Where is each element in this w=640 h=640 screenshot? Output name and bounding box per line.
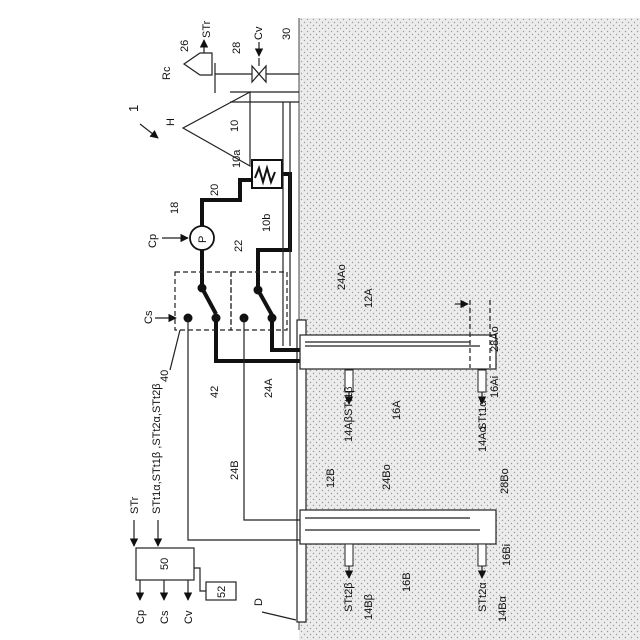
label-14Ba: 14Bα [497,595,509,622]
well-12A [300,335,496,369]
label-28: 28 [231,42,243,54]
label-10: 10 [229,120,241,132]
line-22 [258,174,290,315]
valve-node-4 [254,286,263,295]
label-30: 30 [281,28,293,40]
label-12A: 12A [363,288,375,308]
link-50-52 [194,568,206,591]
label-p: P [197,236,209,243]
label-40: 40 [159,370,171,382]
label-rc: Rc [161,66,173,80]
well-12B [300,510,496,544]
label-28Ao: 28Ao [489,326,501,352]
label-14Aa: 14Aα [477,425,489,452]
sensor-stt2a [478,544,486,566]
label-16Bi: 16Bi [501,544,513,566]
label-28Bo: 28Bo [499,468,511,494]
sensor-stt1a [478,370,486,392]
label-42: 42 [209,386,221,398]
label-26: 26 [179,40,191,52]
leader-D [262,612,296,620]
valve-node-1 [198,284,207,293]
nozzle-rc [184,53,212,75]
label-14Ab: 14Aβ [343,416,355,442]
label-cp-top: Cp [147,234,159,248]
label-fig: 1 [126,105,141,112]
fig-ref-arrow [140,124,158,138]
label-20: 20 [209,184,221,196]
label-stt2a: STt2α [477,582,489,612]
label-24A: 24A [263,378,275,398]
label-stt1a: STt1α [477,400,489,430]
label-cs-out: Cs [159,610,171,624]
label-18: 18 [169,202,181,214]
label-50: 50 [159,558,171,570]
valve-node-2 [212,314,221,323]
label-h: H [165,118,177,126]
label-12B: 12B [325,468,337,488]
label-cv-top: Cv [253,26,265,40]
label-24Bo: 24Bo [381,464,393,490]
label-stt2b: STt2β [343,582,355,612]
label-24B: 24B [229,460,241,480]
valve-node-5 [268,314,277,323]
label-14Bb: 14Bβ [363,594,375,620]
label-16Ai: 16Ai [489,376,501,398]
label-cp-out: Cp [135,610,147,624]
label-stt1b: STt1β [343,386,355,416]
label-str-top: STr [201,20,213,38]
label-str-ctrl: STr [129,496,141,514]
label-10a: 10a [231,149,243,168]
label-d: D [253,598,265,606]
label-52: 52 [216,586,228,598]
label-10b: 10b [261,214,273,232]
valve-cv-icon[interactable] [252,66,266,82]
label-cs-top: Cs [143,310,155,324]
label-16B: 16B [401,572,413,592]
label-16A: 16A [391,400,403,420]
leader-40 [170,330,180,370]
label-cv-out: Cv [183,610,195,624]
label-22: 22 [233,240,245,252]
label-sensors: STt1α,STt1β ,STt2α,STt2β [151,383,163,514]
sensor-stt2b [345,544,353,566]
label-24Ao: 24Ao [336,264,348,290]
